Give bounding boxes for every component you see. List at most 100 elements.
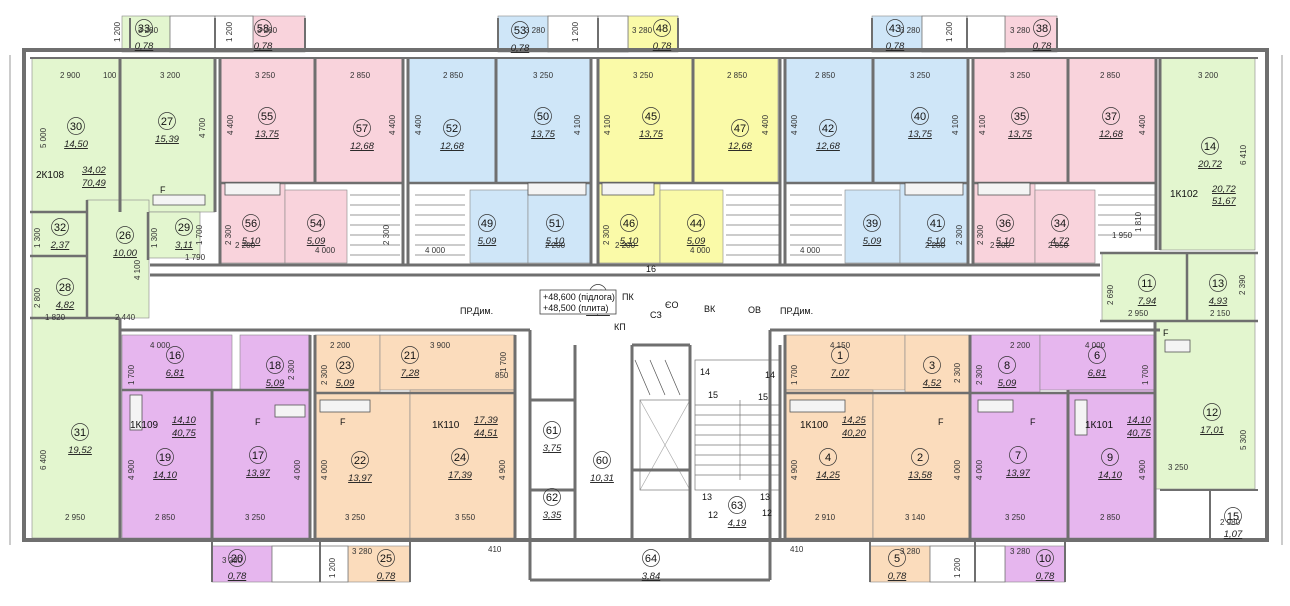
room-number-54: 54 <box>310 218 322 230</box>
counter-9 <box>1074 399 1088 436</box>
dim-26-height: 4 100 <box>133 259 142 280</box>
core-labels: +48,600 (підлога) +48,500 (плита) ПК КП … <box>160 185 1169 520</box>
dim-wall-100: 100 <box>103 71 117 80</box>
stair-steps-1 <box>350 194 400 256</box>
room-marker-12 <box>1203 403 1221 421</box>
dim-12-height: 5 300 <box>1239 429 1248 450</box>
room-marker-44 <box>687 214 705 232</box>
room-number-20: 20 <box>231 553 243 565</box>
dim-balcony-depth-3: 1 200 <box>571 21 580 42</box>
dim-56-height: 2 300 <box>224 224 233 245</box>
room-area-41: 5,10 <box>927 236 946 247</box>
room-49 <box>469 189 529 264</box>
room-number-10: 10 <box>1039 553 1051 565</box>
label-f-17: F <box>255 417 261 427</box>
stair-14-left: 14 <box>700 367 710 377</box>
room-area-49: 5,09 <box>478 236 497 247</box>
room-34 <box>1034 189 1096 264</box>
apartment-codes: 2К108 34,02 70,49 1К102 20,72 51,67 1К10… <box>36 165 1236 439</box>
label-kp: КП <box>614 322 626 332</box>
room-area-14: 20,72 <box>1197 159 1222 170</box>
room-area-64: 3,84 <box>642 571 661 582</box>
room-area-39: 5,09 <box>863 236 882 247</box>
dim-31-height: 6 400 <box>39 449 48 470</box>
room-27 <box>119 57 216 213</box>
room-marker-25 <box>377 549 395 567</box>
room-area-15: 1,07 <box>1224 529 1243 540</box>
dim-57-height: 4 400 <box>388 114 397 135</box>
dim-16-height: 1 700 <box>127 364 136 385</box>
room-marker-38 <box>1033 19 1051 37</box>
apt-living-1k109: 14,10 <box>172 415 196 426</box>
room-number-43: 43 <box>889 23 901 35</box>
room-number-40: 40 <box>914 111 926 123</box>
dim-1-width: 4 150 <box>830 341 851 350</box>
room-number-57: 57 <box>356 123 368 135</box>
room-number-29: 29 <box>178 222 190 234</box>
room-number-33: 33 <box>138 23 150 35</box>
room-number-34: 34 <box>1054 218 1066 230</box>
room-marker-48 <box>653 19 671 37</box>
dim-6-width: 4 000 <box>1085 341 1106 350</box>
dimension-labels: 3 280 3 280 3 280 3 280 3 280 3 280 3 28… <box>45 26 1241 565</box>
dim-54-width: 4 000 <box>315 246 336 255</box>
room-15-walls <box>1160 489 1258 540</box>
room-marker-46 <box>620 214 638 232</box>
dim-28-height: 2 800 <box>33 287 42 308</box>
vertical-dimension-labels: 5 000 4 700 4 400 4 400 4 400 4 100 4 10… <box>33 21 1248 578</box>
room-number-8: 8 <box>1004 360 1010 372</box>
room-area-9: 14,10 <box>1098 470 1122 481</box>
room-21 <box>379 334 516 391</box>
room-39 <box>844 189 901 264</box>
room-area-25: 0,78 <box>377 571 396 582</box>
elevation-box <box>539 289 617 315</box>
room-marker-30 <box>67 117 85 135</box>
room-marker-5 <box>888 549 906 567</box>
room-number-14: 14 <box>1204 141 1216 153</box>
room-area-6: 6,81 <box>1088 368 1107 379</box>
room-marker-10 <box>1036 549 1054 567</box>
balcony-38-frame <box>966 15 1006 53</box>
apt-living-2k108: 34,02 <box>82 165 106 176</box>
label-f-7: F <box>1030 417 1036 427</box>
room-number-51: 51 <box>549 218 561 230</box>
room-22 <box>314 392 411 539</box>
room-36 <box>972 182 1036 264</box>
apt-code-2k108: 2К108 <box>36 170 65 181</box>
room-area-18: 5,09 <box>266 378 285 389</box>
elevation-floor: +48,600 (підлога) <box>543 292 615 302</box>
balcony-58-frame <box>214 15 254 53</box>
room-marker-3 <box>923 356 941 374</box>
bottom-balconies <box>211 545 1066 583</box>
rooms-middle-row <box>31 182 1256 322</box>
dim-13-height: 2 390 <box>1238 274 1247 295</box>
room-marker-22 <box>351 451 369 469</box>
dim-9-height: 4 900 <box>1138 459 1147 480</box>
elevator-shafts <box>634 359 681 396</box>
stair-steps-3 <box>726 194 780 256</box>
room-number-12: 12 <box>1206 407 1218 419</box>
dim-45-width: 3 250 <box>633 71 654 80</box>
balcony-walls-bottom <box>211 540 1066 582</box>
apt-total-1k100: 40,20 <box>842 428 866 439</box>
room-number-45: 45 <box>645 111 657 123</box>
room-marker-51 <box>546 214 564 232</box>
room-number-56: 56 <box>245 218 257 230</box>
room-marker-4 <box>819 448 837 466</box>
room-area-56: 5,10 <box>242 236 261 247</box>
room-area-61: 3,75 <box>543 443 562 454</box>
dim-55-height: 4 400 <box>226 114 235 135</box>
dim-32-height: 1 300 <box>33 227 42 248</box>
room-number-64: 64 <box>645 553 657 565</box>
room-labels: 17,07213,5834,52414,2550,7866,81713,9785… <box>50 19 1243 582</box>
room-marker-2 <box>911 448 929 466</box>
dim-41-width: 2 200 <box>925 241 946 250</box>
balcony-58 <box>252 15 306 53</box>
room-number-42: 42 <box>822 123 834 135</box>
apt-living-1k100: 14,25 <box>842 415 866 426</box>
dim-21-height: 1 700 <box>499 351 508 372</box>
dim-35-height: 4 100 <box>978 114 987 135</box>
dim-24-height: 4 900 <box>498 459 507 480</box>
room-number-19: 19 <box>159 452 171 464</box>
